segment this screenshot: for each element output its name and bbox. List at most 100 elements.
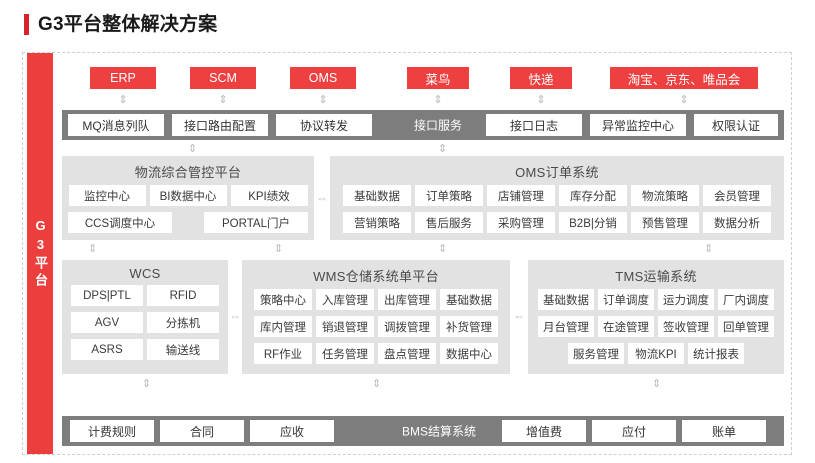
group-panel-title: 物流综合管控平台 <box>134 165 242 180</box>
panel-cell[interactable]: 基础数据 <box>440 289 498 310</box>
panel-cell[interactable]: 监控中心 <box>68 185 146 206</box>
panel-cell[interactable]: 基础数据 <box>538 289 594 310</box>
panel-cell[interactable]: 月台管理 <box>538 316 594 337</box>
bms-settlement-bar: BMS结算系统 计费规则合同应收增值费应付账单 <box>62 416 784 446</box>
bms-cell[interactable]: 账单 <box>682 420 766 442</box>
panel-cell[interactable]: B2B|分销 <box>559 212 627 233</box>
source-system-label: 菜鸟 <box>425 72 451 87</box>
flow-arrow-vertical-icon: ⇕ <box>704 243 714 255</box>
panel-cell[interactable]: 厂内调度 <box>718 289 774 310</box>
panel-cell[interactable]: 回单管理 <box>718 316 774 337</box>
interface-service-cell[interactable]: 接口日志 <box>486 114 582 136</box>
panel-cell[interactable]: RFID <box>147 285 219 306</box>
flow-arrow-vertical-icon: ⇕ <box>438 143 448 155</box>
panel-cell[interactable]: 签收管理 <box>658 316 714 337</box>
panel-cell[interactable]: AGV <box>71 312 143 333</box>
source-system-box[interactable]: 菜鸟 <box>407 67 469 89</box>
panel-cell[interactable]: 会员管理 <box>703 185 771 206</box>
panel-cell[interactable]: 补货管理 <box>440 316 498 337</box>
interface-service-label: 接口服务 <box>414 118 463 133</box>
panel-cell[interactable]: 订单策略 <box>415 185 483 206</box>
panel-cell[interactable]: 基础数据 <box>343 185 411 206</box>
panel-cell[interactable]: 物流策略 <box>631 185 699 206</box>
panel-cell[interactable]: 销退管理 <box>316 316 374 337</box>
panel-row: 基础数据订单策略店铺管理库存分配物流策略会员管理 <box>330 185 784 212</box>
source-system-label: 淘宝、京东、唯品会 <box>627 72 741 87</box>
source-system-box[interactable]: OMS <box>290 67 356 89</box>
flow-arrow-vertical-icon: ⇕ <box>372 378 382 390</box>
panel-cell[interactable]: KPI绩效 <box>230 185 308 206</box>
source-system-label: 快递 <box>528 72 554 87</box>
panel-cell[interactable]: 调拨管理 <box>378 316 436 337</box>
panel-cell[interactable]: 服务管理 <box>568 343 624 364</box>
panel-cell[interactable]: 售后服务 <box>415 212 483 233</box>
panel-cell[interactable]: 库存分配 <box>559 185 627 206</box>
panel-cell[interactable]: DPS|PTL <box>71 285 143 306</box>
interface-service-cell[interactable]: 接口路由配置 <box>172 114 268 136</box>
panel-cell[interactable]: BI数据中心 <box>149 185 227 206</box>
bms-cell[interactable]: 应付 <box>592 420 676 442</box>
panel-cell[interactable]: 预售管理 <box>631 212 699 233</box>
interface-service-cell[interactable]: MQ消息列队 <box>68 114 164 136</box>
panel-cell[interactable]: 统计报表 <box>688 343 744 364</box>
panel-cell[interactable]: 盘点管理 <box>378 343 436 364</box>
panel-cell[interactable]: 出库管理 <box>378 289 436 310</box>
panel-cell[interactable]: 营销策略 <box>343 212 411 233</box>
page-title-text: G3平台整体解决方案 <box>38 14 218 35</box>
bms-cell[interactable]: 增值费 <box>502 420 586 442</box>
panel-row: 基础数据订单调度运力调度厂内调度 <box>528 289 784 316</box>
panel-cell[interactable]: ASRS <box>71 339 143 360</box>
flow-arrow-vertical-icon: ⇕ <box>188 143 198 155</box>
panel-cell[interactable]: 运力调度 <box>658 289 714 310</box>
panel-row: RF作业任务管理盘点管理数据中心 <box>242 343 510 370</box>
bms-cell[interactable]: 应收 <box>250 420 334 442</box>
panel-cell[interactable]: 数据分析 <box>703 212 771 233</box>
panel-cell[interactable]: 策略中心 <box>254 289 312 310</box>
panel-cell[interactable]: PORTAL门户 <box>204 212 308 233</box>
panel-cell[interactable]: 任务管理 <box>316 343 374 364</box>
panel-row: 月台管理在途管理签收管理回单管理 <box>528 316 784 343</box>
group-panel-title: TMS运输系统 <box>615 269 697 284</box>
panel-cell[interactable]: 分拣机 <box>147 312 219 333</box>
diagram-content: ERP SCM OMS 菜鸟 快递 淘宝、京东、唯品会 ⇕ ⇕ ⇕ ⇕ ⇕ ⇕ 接口服务 MQ消息列… <box>62 58 784 450</box>
bms-cell[interactable]: 计费规则 <box>70 420 154 442</box>
page-title: G3平台整体解决方案 <box>24 14 217 35</box>
platform-side-band-label: G3平台 <box>33 217 48 290</box>
flow-arrow-vertical-icon: ⇕ <box>438 243 448 255</box>
source-system-label: SCM <box>209 71 237 85</box>
group-panel-wms: WMS仓储系统单平台策略中心入库管理出库管理基础数据库内管理销退管理调拨管理补货… <box>242 260 510 374</box>
group-panel-title: OMS订单系统 <box>515 165 599 180</box>
panel-cell[interactable]: 物流KPI <box>628 343 684 364</box>
panel-cell[interactable]: RF作业 <box>254 343 312 364</box>
flow-arrow-vertical-icon: ⇕ <box>433 94 443 106</box>
panel-row: 库内管理销退管理调拨管理补货管理 <box>242 316 510 343</box>
panel-cell[interactable]: 数据中心 <box>440 343 498 364</box>
source-system-box[interactable]: 快递 <box>510 67 572 89</box>
panel-cell[interactable]: 在途管理 <box>598 316 654 337</box>
interface-service-cell[interactable]: 协议转发 <box>276 114 372 136</box>
flow-arrow-vertical-icon: ⇕ <box>652 378 662 390</box>
panel-cell[interactable]: 店铺管理 <box>487 185 555 206</box>
source-system-box[interactable]: 淘宝、京东、唯品会 <box>610 67 758 89</box>
flow-arrow-horizontal-icon: ⇔ <box>229 309 241 323</box>
panel-cell[interactable]: 入库管理 <box>316 289 374 310</box>
panel-row: 策略中心入库管理出库管理基础数据 <box>242 289 510 316</box>
panel-cell[interactable]: 采购管理 <box>487 212 555 233</box>
group-panel-tms: TMS运输系统基础数据订单调度运力调度厂内调度月台管理在途管理签收管理回单管理服… <box>528 260 784 374</box>
platform-side-band: G3平台 <box>27 53 53 454</box>
source-system-box[interactable]: ERP <box>90 67 156 89</box>
panel-cell[interactable]: 输送线 <box>147 339 219 360</box>
flow-arrow-horizontal-icon: ⇔ <box>316 191 328 205</box>
panel-cell[interactable]: CCS调度中心 <box>68 212 172 233</box>
panel-cell[interactable]: 订单调度 <box>598 289 654 310</box>
bms-cell[interactable]: 合同 <box>160 420 244 442</box>
source-system-box[interactable]: SCM <box>190 67 256 89</box>
interface-service-cell[interactable]: 异常监控中心 <box>590 114 686 136</box>
interface-service-cell[interactable]: 权限认证 <box>694 114 778 136</box>
group-panel-oms: OMS订单系统基础数据订单策略店铺管理库存分配物流策略会员管理营销策略售后服务采… <box>330 156 784 240</box>
panel-cell[interactable]: 库内管理 <box>254 316 312 337</box>
flow-arrow-vertical-icon: ⇕ <box>679 94 689 106</box>
